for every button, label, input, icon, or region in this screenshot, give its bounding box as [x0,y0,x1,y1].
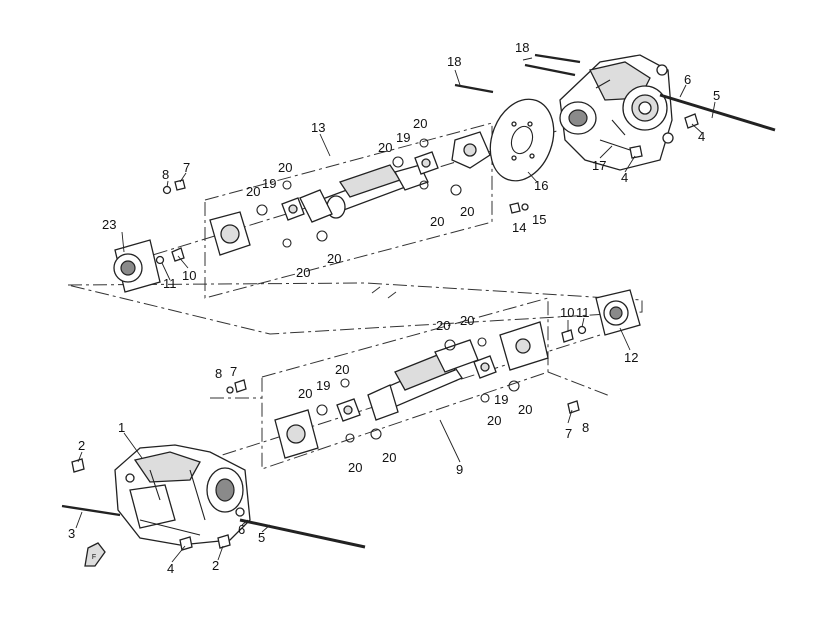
rear-circlips [256,138,462,248]
callout-15: 15 [532,212,546,227]
callout-20: 20 [327,251,341,266]
callout-1: 1 [118,420,125,435]
callout-20: 20 [382,450,396,465]
callout-20: 20 [460,204,474,219]
rear-universal-joints [281,151,439,221]
callout-20: 20 [278,160,292,175]
front-bolts [61,458,231,551]
callout-2: 2 [212,558,219,573]
callout-labels: 1 2 2 3 4 4 4 5 5 6 6 7 7 7 8 8 8 9 10 1… [68,40,720,576]
rear-differential [559,54,674,171]
front-direction-arrow-icon: F [84,542,106,567]
callout-7: 7 [183,160,190,175]
callout-19: 19 [396,130,410,145]
callout-8: 8 [215,366,222,381]
front-universal-joints [336,355,497,422]
callout-20: 20 [460,313,474,328]
callout-20: 20 [348,460,362,475]
front-axle-shaft [239,518,366,549]
callout-20: 20 [518,402,532,417]
callout-20: 20 [378,140,392,155]
callout-20: 20 [246,184,260,199]
callout-18: 18 [447,54,461,69]
callout-19: 19 [494,392,508,407]
callout-3: 3 [68,526,75,541]
callout-6: 6 [684,72,691,87]
callout-16: 16 [534,178,548,193]
callout-4: 4 [167,561,174,576]
callout-14: 14 [512,220,526,235]
front-drive-shaft [367,339,479,421]
callout-4: 4 [698,129,705,144]
front-driveshaft-group-outline [210,297,611,470]
front-differential [114,444,251,546]
callout-20: 20 [430,214,444,229]
callout-10: 10 [182,268,196,283]
callout-13: 13 [311,120,325,135]
front-yoke-flange [274,321,549,459]
callout-20: 20 [296,265,310,280]
rear-yoke-flange [209,211,251,256]
callout-2: 2 [78,438,85,453]
callout-11: 11 [576,305,590,320]
rear-output-flange-23 [113,239,161,293]
rear-axle-shaft [659,93,776,132]
callout-19: 19 [262,176,276,191]
front-output-flange-12 [595,289,641,336]
callout-19: 19 [316,378,330,393]
callout-20: 20 [436,318,450,333]
callout-18: 18 [515,40,529,55]
callout-20: 20 [298,386,312,401]
rear-bolts [454,53,699,159]
callout-7: 7 [230,364,237,379]
callout-23: 23 [102,217,116,232]
callout-9: 9 [456,462,463,477]
callout-4: 4 [621,170,628,185]
callout-8: 8 [582,420,589,435]
callout-20: 20 [335,362,349,377]
callout-11: 11 [163,276,177,291]
callout-17: 17 [592,158,606,173]
rear-small-hardware [155,179,529,265]
rear-flange-disc [489,98,555,182]
callout-6: 6 [238,522,245,537]
callout-20: 20 [413,116,427,131]
front-circlips [316,337,520,443]
callout-5: 5 [713,88,720,103]
callout-5: 5 [258,530,265,545]
rear-driveshaft-group-outline [67,122,643,335]
callout-10: 10 [560,305,574,320]
callout-12: 12 [624,350,638,365]
leader-lines [75,57,716,563]
svg-text:F: F [92,554,96,561]
callout-7: 7 [565,426,572,441]
callout-20: 20 [487,413,501,428]
callout-8: 8 [162,167,169,182]
front-small-hardware [226,325,587,414]
